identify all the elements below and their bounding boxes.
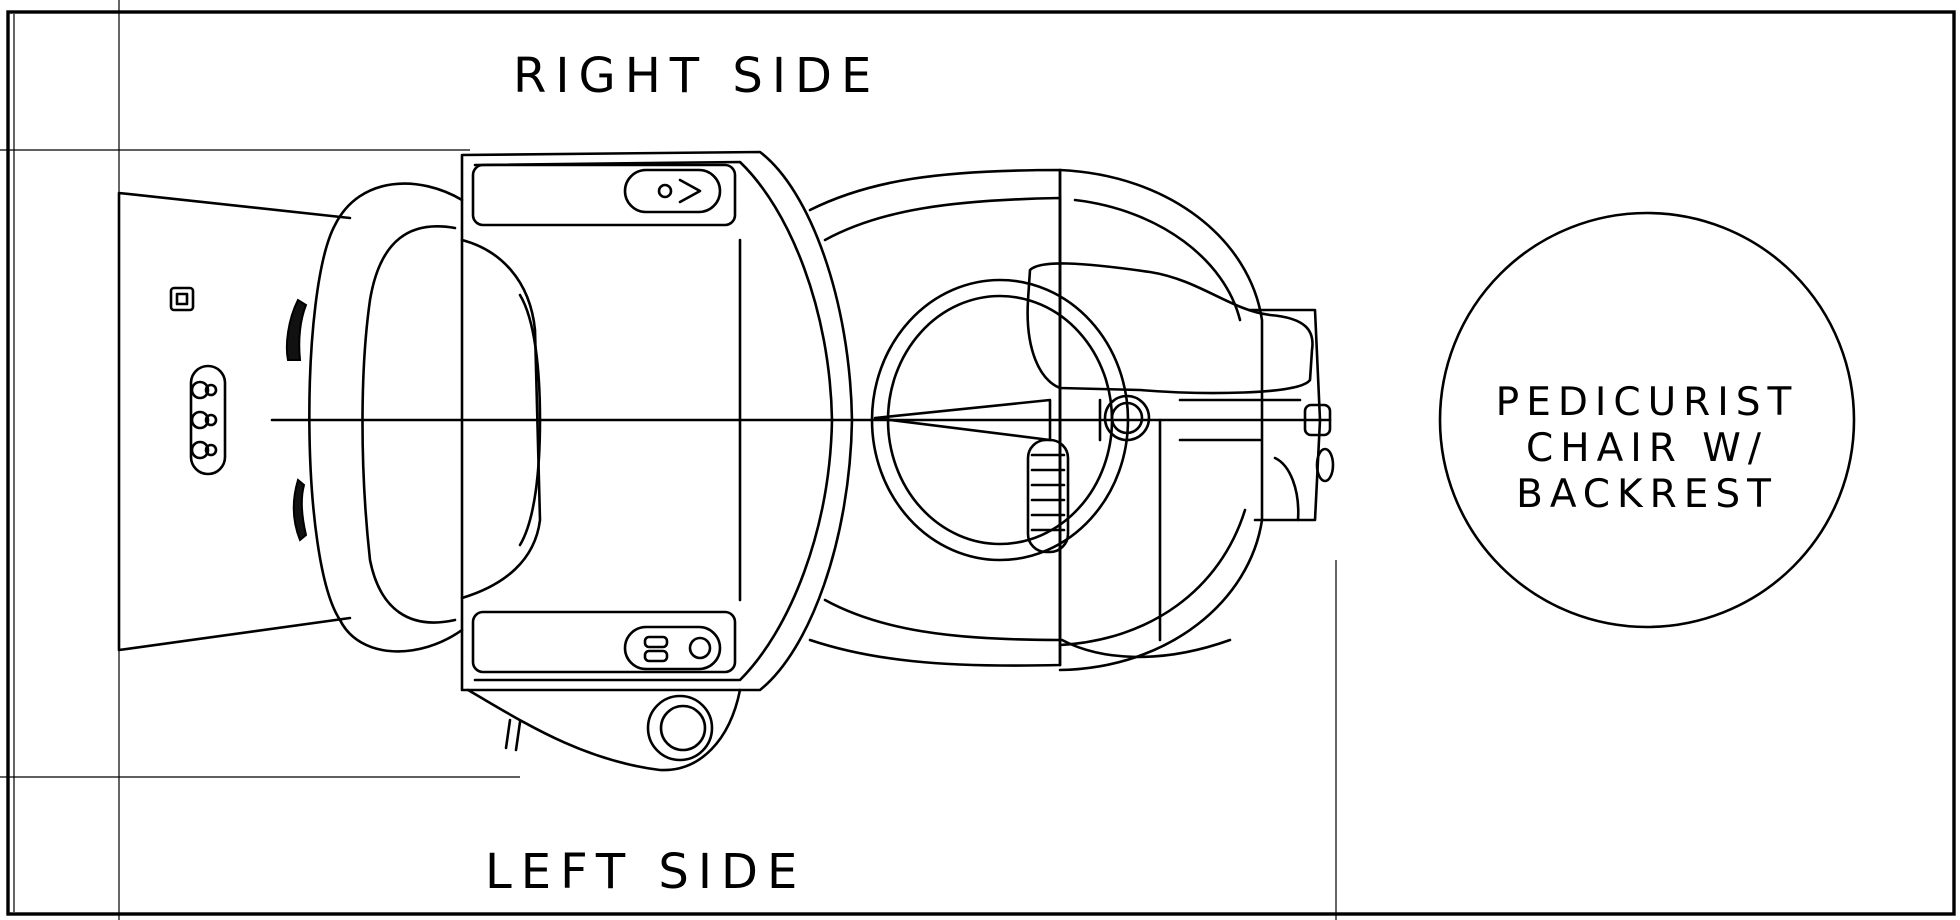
handle-grip-icon (1026, 438, 1070, 554)
left-side-label: LEFT SIDE (485, 844, 806, 900)
right-side-label: RIGHT SIDE (513, 48, 880, 104)
control-outlet-icon (169, 286, 195, 312)
pedicurist-chair: PEDICURIST CHAIR W/ BACKREST (1438, 211, 1856, 629)
chair-seat (285, 150, 854, 772)
pedicurist-chair-label-line1: PEDICURIST (1496, 380, 1799, 425)
footrest-platform (117, 191, 352, 652)
pedicurist-chair-label-line2: CHAIR W/ (1526, 426, 1768, 471)
jet-nozzle-icon (190, 380, 218, 460)
pedicurist-chair-label-line3: BACKREST (1516, 472, 1778, 517)
